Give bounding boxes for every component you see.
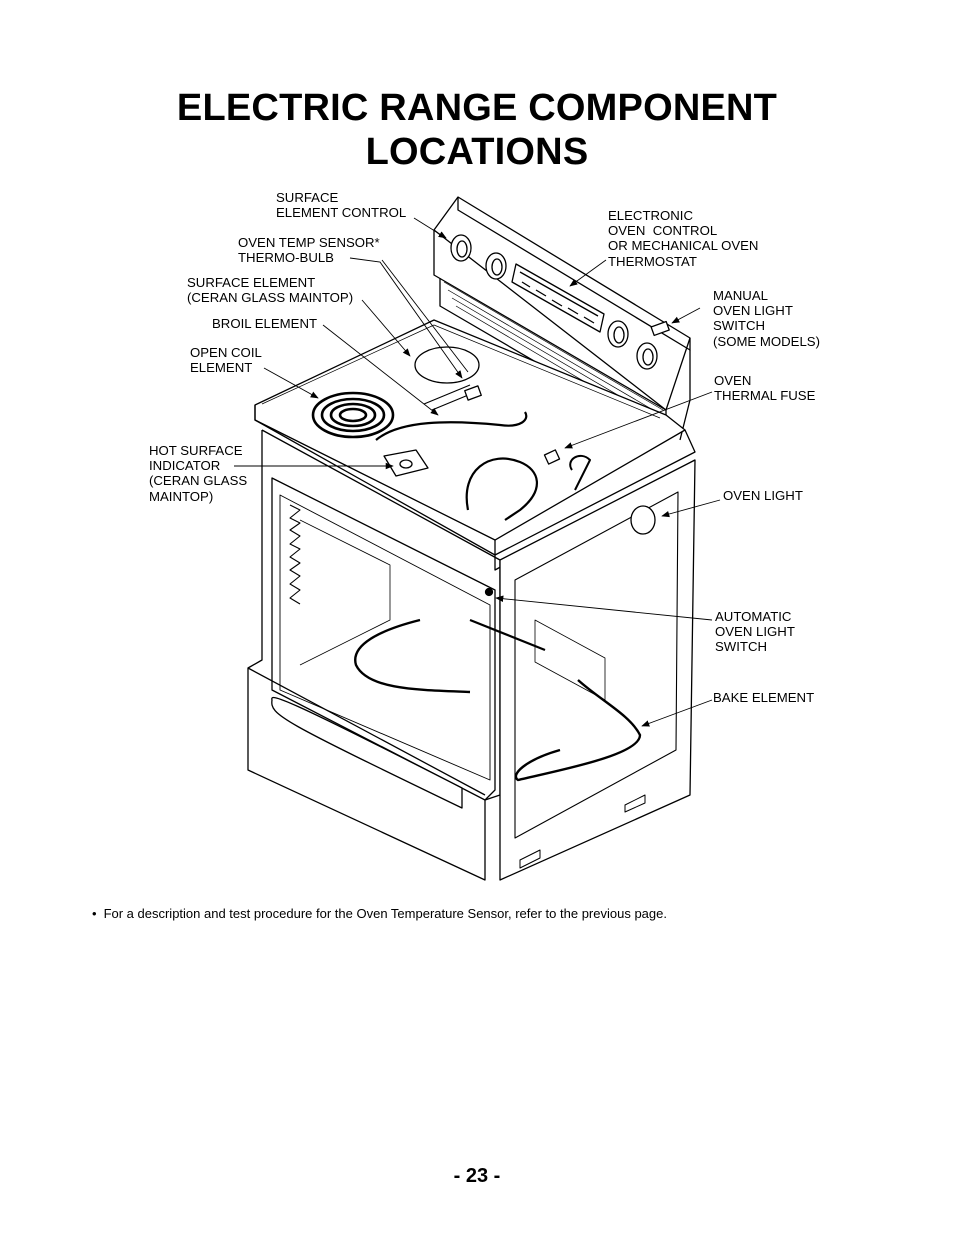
label-line: BAKE ELEMENT bbox=[713, 690, 815, 705]
label-line: ELEMENT bbox=[190, 360, 253, 376]
label-oven-thermal-fuse: OVEN THERMAL FUSE bbox=[714, 373, 815, 403]
label-line: THERMO-BULB bbox=[238, 250, 334, 266]
label-open-coil-element: OPEN COIL ELEMENT bbox=[190, 345, 262, 375]
label-line: (CERAN GLASS MAINTOP) bbox=[187, 290, 354, 306]
label-line: (SOME MODELS) bbox=[713, 333, 820, 349]
label-line: OPEN COIL bbox=[190, 345, 262, 360]
control-knobs bbox=[450, 234, 658, 370]
label-oven-temp-sensor: OVEN TEMP SENSOR* THERMO-BULB bbox=[238, 235, 380, 265]
label-line: HOT SURFACE bbox=[149, 443, 243, 458]
page-title-line-1: ELECTRIC RANGE COMPONENT bbox=[176, 87, 778, 129]
label-line: INDICATOR bbox=[149, 458, 221, 474]
page-title: ELECTRIC RANGE COMPONENT LOCATIONS bbox=[0, 86, 954, 174]
label-line: MANUAL bbox=[713, 288, 768, 303]
label-line: (CERAN GLASS bbox=[149, 473, 248, 489]
label-line: MAINTOP) bbox=[149, 488, 214, 504]
label-broil-element: BROIL ELEMENT bbox=[212, 316, 317, 331]
label-manual-oven-light-switch: MANUAL OVEN LIGHT SWITCH (SOME MODELS) bbox=[713, 288, 820, 349]
label-line: SWITCH bbox=[715, 639, 768, 655]
footnote: • For a description and test procedure fo… bbox=[92, 906, 667, 921]
label-line: AUTOMATIC bbox=[715, 609, 792, 624]
ceran-surface-element bbox=[414, 346, 480, 384]
open-coil-element bbox=[311, 391, 395, 439]
label-line: ELECTRONIC bbox=[608, 208, 693, 223]
label-hot-surface-indicator: HOT SURFACE INDICATOR (CERAN GLASS MAINT… bbox=[149, 443, 247, 504]
hot-surface-indicator bbox=[383, 449, 429, 477]
label-line: SWITCH bbox=[713, 318, 766, 334]
label-line: OVEN LIGHT bbox=[723, 488, 803, 503]
oven-body bbox=[247, 429, 696, 881]
label-surface-element: SURFACE ELEMENT (CERAN GLASS MAINTOP) bbox=[187, 275, 353, 305]
page-title-line-2: LOCATIONS bbox=[365, 131, 589, 173]
label-line: SURFACE ELEMENT bbox=[187, 275, 316, 290]
label-line: OVEN CONTROL bbox=[608, 223, 718, 239]
label-automatic-oven-light-switch: AUTOMATIC OVEN LIGHT SWITCH bbox=[715, 609, 795, 655]
broil-element bbox=[375, 411, 528, 441]
label-line: ELEMENT CONTROL bbox=[276, 205, 407, 221]
footnote-bullet: • bbox=[92, 906, 97, 921]
label-line: THERMOSTAT bbox=[608, 253, 697, 269]
label-line: OVEN LIGHT bbox=[713, 303, 793, 319]
label-line: OVEN bbox=[714, 373, 752, 388]
label-line: OVEN TEMP SENSOR* bbox=[238, 235, 380, 250]
label-electronic-oven-control: ELECTRONIC OVEN CONTROL OR MECHANICAL OV… bbox=[608, 208, 758, 269]
electronic-control-display bbox=[511, 263, 605, 333]
label-line: OR MECHANICAL OVEN bbox=[608, 238, 759, 254]
page-number: - 23 - bbox=[453, 1165, 501, 1187]
label-bake-element: BAKE ELEMENT bbox=[713, 690, 814, 705]
label-line: BROIL ELEMENT bbox=[212, 316, 318, 331]
label-oven-light: OVEN LIGHT bbox=[723, 488, 803, 503]
label-line: SURFACE bbox=[276, 190, 339, 205]
manual-light-switch bbox=[650, 320, 670, 337]
oven-light-globe bbox=[630, 505, 656, 535]
label-line: THERMAL FUSE bbox=[714, 388, 816, 404]
label-surface-element-control: SURFACE ELEMENT CONTROL bbox=[276, 190, 406, 220]
leader-lines bbox=[234, 217, 721, 727]
bake-element bbox=[354, 618, 642, 782]
footnote-text: For a description and test procedure for… bbox=[103, 906, 667, 921]
label-line: OVEN LIGHT bbox=[715, 624, 795, 640]
